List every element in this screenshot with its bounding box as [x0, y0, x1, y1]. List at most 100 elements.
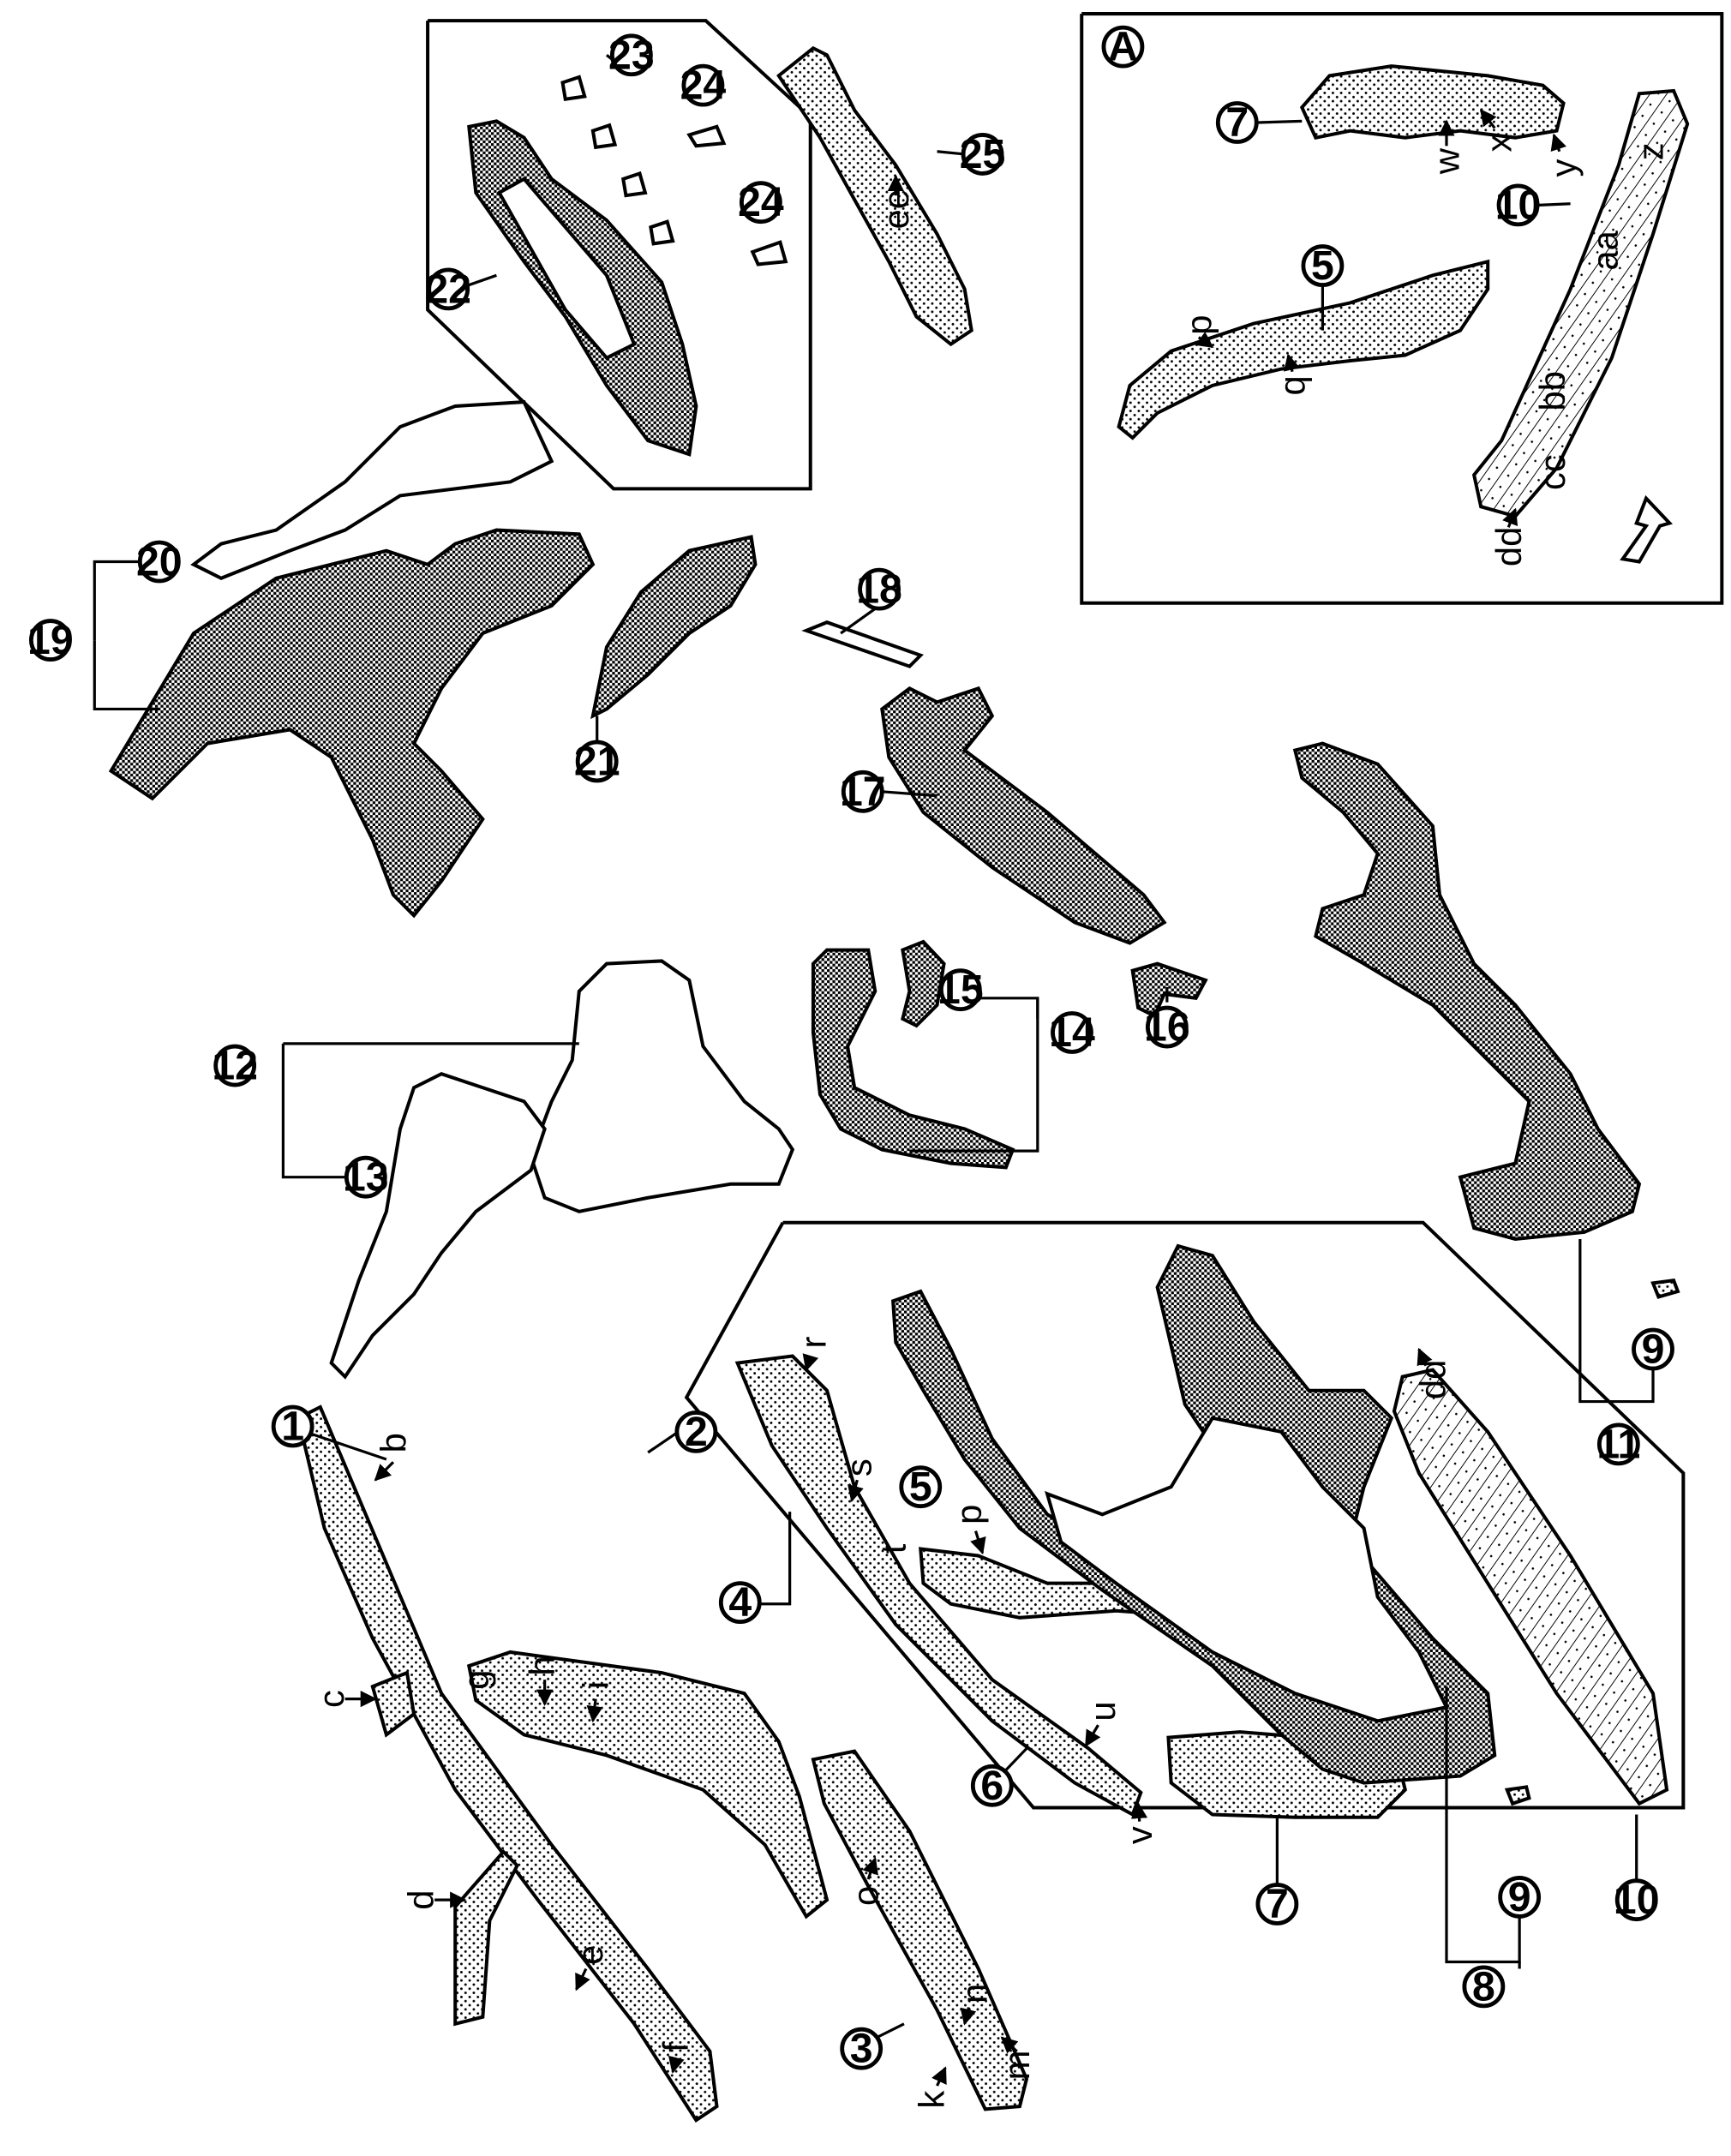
callout-12: 12 [212, 1043, 258, 1089]
detail-a-part-7 [1299, 64, 1566, 140]
svg-text:s: s [838, 1458, 878, 1476]
part-16-bracket [1130, 961, 1208, 1019]
callout-3: 3 [840, 2026, 883, 2072]
svg-text:A: A [1108, 24, 1138, 70]
svg-text:1: 1 [281, 1403, 304, 1449]
svg-text:bb: bb [1532, 371, 1572, 410]
callout-a: A [1101, 24, 1145, 70]
part-18-strip [801, 620, 924, 668]
svg-text:dd: dd [1412, 1360, 1452, 1399]
group-4-frame [684, 1220, 1686, 1810]
svg-text:7: 7 [1266, 1881, 1289, 1927]
part-21-panel [590, 535, 758, 720]
svg-text:17: 17 [840, 769, 886, 815]
svg-text:z: z [1630, 142, 1670, 160]
svg-text:4: 4 [728, 1579, 752, 1626]
svg-text:12: 12 [212, 1043, 258, 1089]
callout-10b: 10 [1495, 182, 1542, 228]
svg-text:f: f [656, 2042, 696, 2052]
svg-text:8: 8 [1472, 1963, 1495, 2009]
svg-text:14: 14 [1049, 1009, 1095, 1056]
svg-text:11: 11 [1596, 1421, 1640, 1467]
callout-11: 11 [1596, 1421, 1640, 1467]
part-13-wheelhouse [329, 1072, 547, 1380]
callout-5a: 5 [899, 1464, 943, 1510]
part-23-clip-4 [649, 219, 675, 246]
callout-24a: 24 [680, 63, 727, 109]
svg-text:cc: cc [1532, 454, 1572, 490]
svg-text:5: 5 [909, 1464, 932, 1510]
svg-text:9: 9 [1508, 1874, 1531, 1920]
svg-text:7: 7 [1225, 99, 1249, 146]
detail-a-part-5 [1117, 259, 1490, 440]
svg-text:w: w [1427, 147, 1467, 175]
svg-text:10: 10 [1614, 1877, 1660, 1923]
callout-22: 22 [425, 266, 471, 312]
part-24-bracket-1 [686, 124, 727, 148]
part-9-bracket-a [1504, 1785, 1531, 1806]
svg-text:18: 18 [856, 566, 902, 613]
part-9-bracket-b [1650, 1278, 1680, 1299]
svg-text:24: 24 [738, 179, 784, 225]
svg-text:h: h [522, 1656, 562, 1675]
svg-text:23: 23 [608, 32, 655, 78]
part-22-flange [496, 177, 637, 361]
callout-17: 17 [840, 769, 886, 815]
callout-8: 8 [1462, 1963, 1506, 2009]
svg-text:y: y [1543, 159, 1584, 177]
svg-text:c: c [311, 1690, 351, 1708]
callout-7b: 7 [1215, 99, 1259, 146]
svg-text:2: 2 [685, 1409, 708, 1455]
svg-text:i: i [576, 1681, 616, 1689]
svg-text:25: 25 [960, 131, 1006, 177]
svg-text:u: u [1082, 1701, 1123, 1721]
part-6-roof-rail [734, 1354, 1143, 1818]
svg-text:m: m [997, 2051, 1037, 2081]
callout-18: 18 [856, 566, 902, 613]
callout-25: 25 [960, 131, 1006, 177]
callout-9a: 9 [1498, 1874, 1542, 1920]
part-23-clip-1 [560, 75, 587, 101]
part-17-rear-inner [880, 686, 1167, 945]
part-15-reinforcement [901, 939, 946, 1028]
part-2-pillar-inner [466, 1650, 830, 1919]
callout-1: 1 [271, 1403, 314, 1449]
svg-text:24: 24 [680, 63, 727, 109]
svg-text:5: 5 [1311, 243, 1334, 289]
callout-7a: 7 [1255, 1881, 1299, 1927]
svg-text:v: v [1119, 1826, 1159, 1844]
svg-text:p: p [1178, 315, 1219, 335]
part-23-clip-3 [620, 171, 648, 198]
svg-text:13: 13 [343, 1154, 389, 1201]
front-direction-arrow-icon [1620, 494, 1674, 564]
part-10-sill [1392, 1368, 1669, 1806]
group-22-frame [426, 19, 812, 491]
svg-text:6: 6 [980, 1763, 1003, 1809]
svg-text:10: 10 [1495, 182, 1542, 228]
callout-16: 16 [1144, 1004, 1190, 1051]
svg-text:20: 20 [136, 539, 183, 585]
svg-text:21: 21 [574, 738, 620, 784]
part-14-inner-wheelhouse [811, 948, 1015, 1170]
part-25-reinforcement [776, 45, 973, 347]
svg-text:16: 16 [1144, 1004, 1190, 1051]
part-23-clip-2 [590, 123, 618, 150]
svg-text:e: e [570, 1945, 610, 1965]
svg-text:k: k [912, 2091, 952, 2109]
svg-text:dd: dd [1488, 527, 1529, 566]
detail-a-frame [1080, 12, 1724, 605]
svg-text:r: r [793, 1336, 833, 1348]
part-12-inner-panel [529, 959, 795, 1213]
svg-text:22: 22 [425, 266, 471, 312]
callout-20: 20 [136, 539, 183, 585]
callout-19: 19 [27, 617, 74, 663]
callout-24b: 24 [738, 179, 784, 225]
svg-text:p: p [949, 1505, 989, 1524]
part-1-tab-d [453, 1848, 519, 2027]
letter-labels: b c d e f g h i k m n o p r s t u v dd [311, 109, 1670, 2109]
callout-10a: 10 [1614, 1877, 1660, 1923]
callout-15: 15 [937, 967, 984, 1013]
part-19-quarter-outer [108, 528, 596, 919]
callout-4: 4 [718, 1579, 762, 1626]
